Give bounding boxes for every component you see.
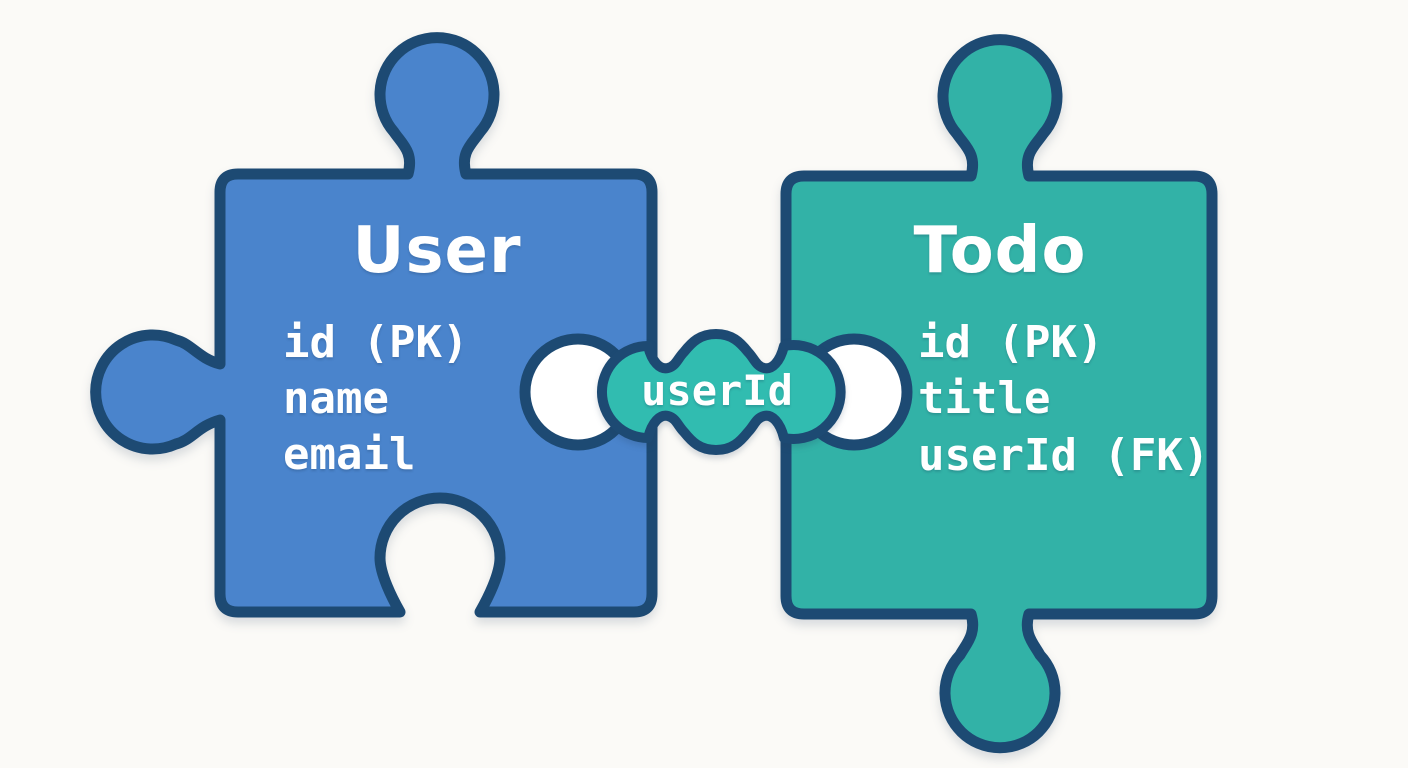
todo-puzzle-piece [780,34,1218,754]
todo-piece-title: Todo [914,214,1087,288]
user-piece-title: User [352,214,521,288]
user-field-email: email [283,429,415,480]
user-puzzle-piece [90,32,658,618]
connector-joint [597,329,846,455]
todo-piece-labels: Todo id (PK) title userId (FK) [914,214,1210,481]
todo-field-userid: userId (FK) [918,430,1209,481]
todo-field-title: title [918,373,1050,424]
user-piece-labels: User id (PK) name email [283,214,521,480]
connector-label: userId [641,366,793,415]
user-field-name: name [283,373,389,424]
todo-field-id: id (PK) [918,317,1103,368]
user-field-id: id (PK) [283,317,468,368]
